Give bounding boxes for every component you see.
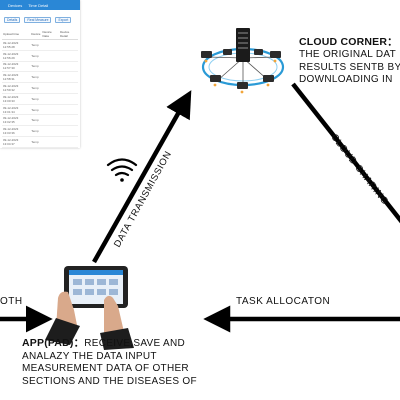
app-pad-caption: APP(PAD)：RECEIVE,SAVE AND ANALAZY THE DA…	[22, 337, 197, 388]
app-pad-title: APP(PAD)：	[22, 337, 85, 349]
table-cell	[59, 104, 78, 116]
details-button[interactable]: Details	[4, 17, 21, 23]
cloud-network-icon	[201, 28, 285, 94]
table-cell: Temp	[30, 39, 42, 51]
column-header: Device Data	[41, 29, 60, 40]
table-cell	[59, 50, 78, 62]
table-cell	[41, 71, 60, 84]
table-cell: 09-12-2023 13:05:38	[2, 147, 31, 148]
web-app-screenshot: Devices Time Detail Details Real Measure…	[0, 0, 80, 148]
table-cell: Temp	[30, 147, 42, 148]
bluetooth-label: OTH	[0, 296, 23, 307]
table-cell: Temp	[30, 136, 42, 148]
table-row[interactable]: 09-12-2023 13:05:38Temp	[2, 147, 78, 148]
table-cell	[41, 39, 60, 51]
cloud-corner-line: DOWNLOADING IN	[299, 74, 393, 85]
app-top-bar: Devices Time Detail	[0, 0, 80, 10]
app-pad-line: ANALAZY THE DATA INPUT	[22, 350, 157, 362]
cloud-corner-line: THE ORIGINAL DAT	[299, 49, 397, 60]
table-cell: 09-12-2023 13:03:36	[2, 125, 31, 138]
table-cell: 09-12-2023 12:58:31	[2, 71, 31, 84]
tab-devices[interactable]: Devices	[8, 2, 23, 8]
app-pad-line: SECTIONS AND THE DISEASES OF	[22, 375, 197, 387]
table-cell: 09-12-2023 12:55:28	[2, 39, 31, 51]
export-button[interactable]: Export	[55, 17, 72, 23]
table-cell: 09-12-2023 12:59:32	[2, 82, 31, 94]
table-cell	[41, 114, 60, 127]
wifi-icon	[106, 158, 138, 182]
table-cell: Temp	[30, 93, 42, 105]
table-cell	[59, 61, 78, 73]
table-cell	[41, 104, 60, 116]
table-cell: 09-12-2023 13:02:35	[2, 114, 31, 127]
real-measure-button[interactable]: Real Measure	[24, 17, 52, 23]
column-header: Upload time	[2, 29, 31, 40]
table-cell: Temp	[30, 71, 42, 84]
table-cell: Temp	[30, 50, 42, 62]
table-cell: 09-12-2023 13:04:37	[2, 136, 31, 148]
table-cell	[41, 125, 60, 138]
table-cell: 09-12-2023 12:56:29	[2, 50, 31, 62]
table-cell	[59, 114, 78, 127]
table-cell: Temp	[30, 61, 42, 73]
table-cell	[41, 50, 60, 62]
table-cell: 09-12-2023 13:00:33	[2, 93, 31, 105]
table-cell	[41, 61, 60, 73]
table-cell: Temp	[30, 114, 42, 127]
table-cell: Temp	[30, 82, 42, 94]
task-allocation-label: TASK ALLOCATON	[236, 296, 331, 307]
table-cell	[59, 71, 78, 84]
cloud-sharing-arrow	[291, 82, 400, 224]
table-cell	[59, 93, 78, 105]
app-pad-line: MEASUREMENT DATA OF OTHER	[22, 363, 189, 374]
tablet-icon	[45, 266, 134, 350]
app-pad-line: RECEIVE,SAVE AND	[84, 338, 186, 349]
table-cell: Temp	[30, 104, 42, 116]
records-table: Upload time Device Device Data Device De…	[2, 29, 78, 148]
table-cell	[59, 39, 78, 51]
app-toolbar: Details Real Measure Export	[0, 10, 80, 25]
table-cell	[59, 136, 78, 148]
table-cell	[59, 147, 78, 148]
table-cell: 09-12-2023 13:01:34	[2, 104, 31, 116]
table-cell	[41, 82, 60, 94]
table-cell	[41, 136, 60, 148]
cloud-corner-title: CLOUD CORNER：	[299, 36, 398, 48]
table-cell	[41, 147, 60, 148]
cloud-corner-caption: CLOUD CORNER： THE ORIGINAL DAT RESULTS S…	[299, 34, 400, 87]
tab-time-detail[interactable]: Time Detail	[28, 2, 49, 8]
table-cell	[59, 82, 78, 94]
table-cell: 09-12-2023 12:57:30	[2, 61, 31, 73]
table-cell	[59, 125, 78, 138]
column-header: Device Detail	[59, 29, 78, 40]
table-cell: Temp	[30, 125, 42, 138]
data-transmission-arrow	[92, 90, 192, 264]
column-header: Device	[30, 29, 42, 40]
table-cell	[41, 93, 60, 105]
cloud-corner-line: RESULTS SENTB BY	[299, 61, 400, 73]
